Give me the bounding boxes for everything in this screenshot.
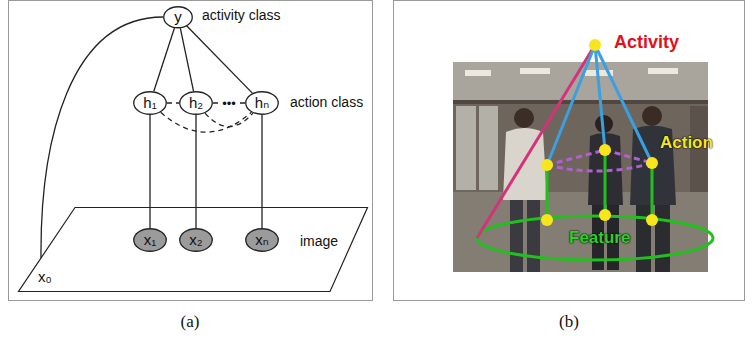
node-label: y [174, 9, 182, 26]
dashed-connector [205, 113, 253, 126]
connector [195, 115, 196, 228]
image-plane: x₀ x₁ x₂ xₙ [18, 207, 368, 292]
feature-node: xₙ [245, 228, 279, 252]
edge-label: ••• [221, 97, 237, 110]
side-label: action class [290, 95, 363, 110]
ellipse-shape [164, 7, 193, 28]
connector [187, 26, 252, 93]
ellipse-shape [134, 229, 167, 252]
action-node: hₙ [245, 91, 279, 115]
panel-frame [9, 1, 373, 301]
panel-caption: (a) [181, 313, 200, 332]
node-label: hₙ [255, 95, 269, 112]
action-node: h₂ [179, 91, 213, 115]
feature-node: x₂ [179, 228, 213, 252]
action-node: h₁ [133, 91, 167, 115]
activity-node: y [163, 6, 193, 29]
ellipse-shape [246, 92, 279, 115]
connector [41, 17, 163, 258]
dashed-connector [167, 102, 179, 103]
node-label: x₀ [38, 269, 52, 286]
node-label: xₙ [255, 232, 268, 249]
overlay-label: Action [660, 134, 713, 153]
ellipse-shape [180, 229, 213, 252]
feature-node: x₁ [133, 228, 167, 252]
overlay-label: Activity [614, 33, 679, 53]
ellipse-shape [134, 92, 167, 115]
panel-frame [394, 1, 745, 301]
side-label: activity class [202, 8, 281, 23]
photo [453, 62, 708, 272]
connector [180, 28, 193, 91]
connector [154, 28, 175, 91]
plane-shape [19, 208, 368, 292]
side-label: image [300, 234, 338, 249]
connector [149, 115, 150, 228]
node-label: h₁ [143, 95, 156, 112]
panel-caption: (b) [559, 313, 579, 332]
ellipse-shape [180, 92, 213, 115]
ellipse-shape [246, 229, 279, 252]
node-label: x₁ [144, 232, 157, 249]
node-label: h₂ [189, 95, 203, 112]
model-overlay [477, 39, 713, 260]
node-label: x₂ [189, 232, 202, 249]
dashed-connector [161, 112, 252, 132]
connector [261, 115, 262, 228]
overlay-label: Feature [569, 229, 630, 248]
